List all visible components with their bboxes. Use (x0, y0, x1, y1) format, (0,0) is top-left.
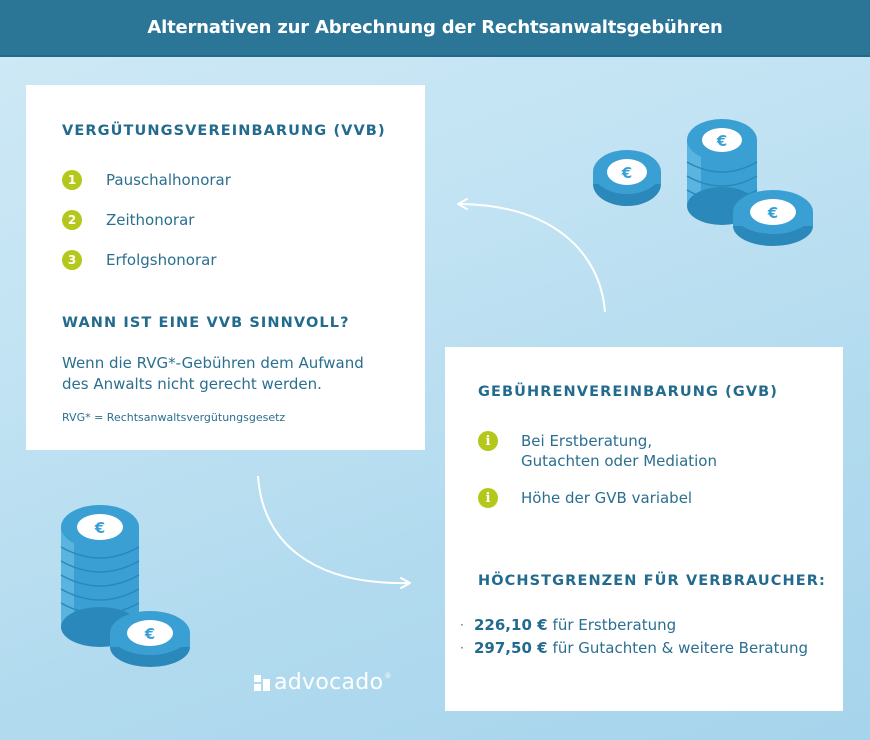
vvb-title: VERGÜTUNGSVEREINBARUNG (VVB) (62, 123, 386, 139)
info-icon: i (478, 488, 498, 508)
euro-coins-bottom-icon: € € (60, 505, 190, 667)
svg-text:€: € (767, 204, 778, 222)
vvb-when-title: WANN IST EINE VVB SINNVOLL? (62, 315, 350, 331)
page-title: Alternativen zur Abrechnung der Rechtsan… (147, 17, 723, 38)
vvb-item-label: Pauschalhonorar (106, 171, 231, 189)
gvb-list-item: i Höhe der GVB variabel (478, 488, 692, 508)
svg-text:€: € (716, 132, 727, 150)
vvb-when-line-2: des Anwalts nicht gerecht werden. (62, 375, 322, 393)
advocado-logo: advocado ® (254, 672, 391, 694)
limit-amount: 226,10 € (474, 616, 548, 634)
info-icon: i (478, 431, 498, 451)
vvb-list-item: 1 Pauschalhonorar (62, 170, 231, 190)
bullet-icon: · (460, 641, 464, 655)
curved-arrow-down-right-icon (257, 475, 411, 589)
gvb-item-line: Gutachten oder Mediation (521, 452, 717, 470)
page-header: Alternativen zur Abrechnung der Rechtsan… (0, 0, 870, 57)
gvb-title: GEBÜHRENVEREINBARUNG (GVB) (478, 384, 779, 400)
vvb-when-text: Wenn die RVG*-Gebühren dem Aufwand des A… (62, 353, 364, 395)
limits-title: HÖCHSTGRENZEN FÜR VERBRAUCHER: (478, 573, 826, 589)
number-three-badge: 3 (62, 250, 82, 270)
number-two-badge: 2 (62, 210, 82, 230)
vvb-list-item: 3 Erfolgshonorar (62, 250, 217, 270)
vvb-card: VERGÜTUNGSVEREINBARUNG (VVB) 1 Pauschalh… (26, 85, 425, 450)
bullet-icon: · (460, 618, 464, 632)
vvb-when-line-1: Wenn die RVG*-Gebühren dem Aufwand (62, 354, 364, 372)
limit-amount: 297,50 € (474, 639, 548, 657)
gvb-list-item: i Bei Erstberatung, Gutachten oder Media… (478, 431, 717, 471)
limit-row: · 226,10 € für Erstberatung (460, 616, 676, 634)
vvb-item-label: Erfolgshonorar (106, 251, 217, 269)
vvb-list-item: 2 Zeithonorar (62, 210, 194, 230)
gvb-item-line: Höhe der GVB variabel (521, 489, 693, 507)
advocado-logo-mark-icon (254, 675, 270, 691)
svg-text:€: € (94, 519, 105, 537)
svg-text:€: € (144, 625, 155, 643)
limit-text: für Gutachten & weitere Beratung (552, 639, 808, 657)
limit-text: für Erstberatung (552, 616, 677, 634)
vvb-item-label: Zeithonorar (106, 211, 195, 229)
logo-text: advocado (274, 670, 384, 695)
rvg-footnote: RVG* = Rechtsanwaltsvergütungsgesetz (62, 411, 286, 424)
number-one-badge: 1 (62, 170, 82, 190)
gvb-item-line: Bei Erstberatung, (521, 432, 653, 450)
registered-mark: ® (384, 672, 392, 680)
gvb-card: GEBÜHRENVEREINBARUNG (GVB) i Bei Erstber… (445, 347, 843, 711)
svg-text:€: € (621, 164, 632, 182)
curved-arrow-up-left-icon (457, 198, 606, 313)
euro-coins-top-icon: € € € (593, 119, 813, 246)
limit-row: · 297,50 € für Gutachten & weitere Berat… (460, 639, 808, 657)
